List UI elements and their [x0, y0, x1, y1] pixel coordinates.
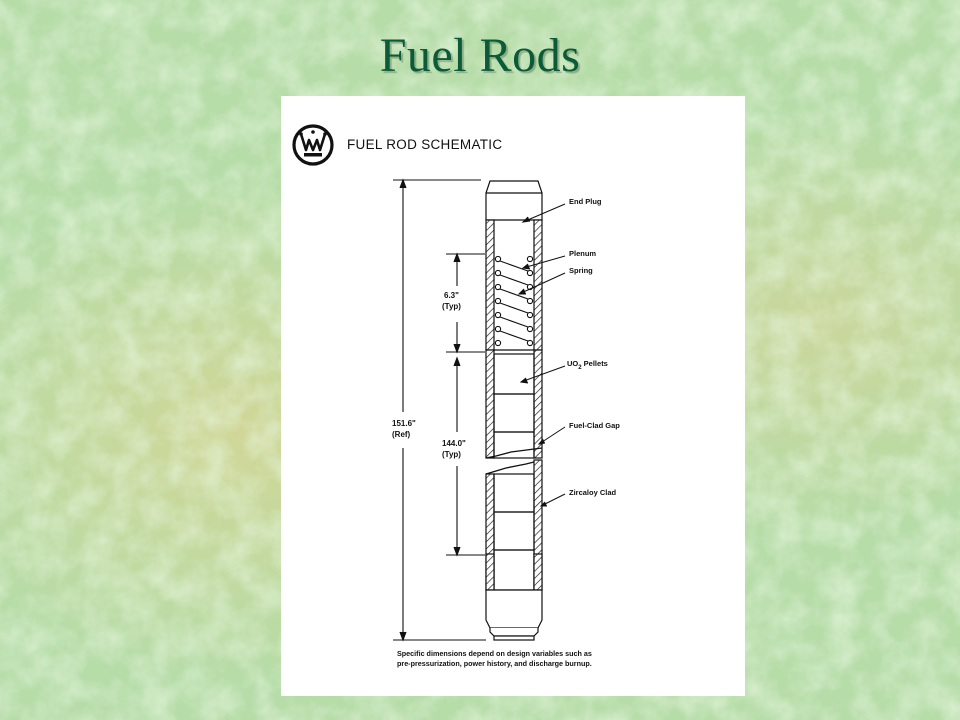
footnote-line-1: Specific dimensions depend on design var… [397, 649, 592, 658]
label-uo2-pellets: UO2 Pellets [567, 359, 608, 371]
leader-lines [517, 203, 566, 507]
dimension-lines [393, 178, 486, 642]
label-zircaloy-clad: Zircaloy Clad [569, 488, 617, 497]
fuel-rod-schematic-panel: FUEL ROD SCHEMATIC [281, 96, 745, 696]
fuel-length-note: (Typ) [442, 450, 461, 459]
label-uo2-suffix: Pellets [582, 359, 608, 368]
fuel-length-dimension: 144.0" [442, 439, 466, 448]
label-uo2-subscript: 2 [578, 365, 582, 371]
westinghouse-logo [292, 124, 334, 166]
label-fuel-clad-gap: Fuel-Clad Gap [569, 421, 620, 430]
plenum-length-note: (Typ) [442, 302, 461, 311]
footnote-line-2: pre-pressurization, power history, and d… [397, 659, 592, 668]
overall-length-dimension: 151.6" [392, 419, 416, 428]
label-plenum: Plenum [569, 249, 596, 258]
label-uo2-prefix: UO [567, 359, 578, 368]
schematic-header: FUEL ROD SCHEMATIC [347, 137, 502, 152]
label-end-plug: End Plug [569, 197, 602, 206]
fuel-rod-schematic: FUEL ROD SCHEMATIC [292, 124, 620, 668]
fuel-rod-drawing [485, 180, 543, 641]
overall-length-note: (Ref) [392, 430, 411, 439]
slide-title: Fuel Rods [379, 29, 581, 82]
plenum-length-dimension: 6.3" [444, 291, 459, 300]
label-spring: Spring [569, 266, 593, 275]
